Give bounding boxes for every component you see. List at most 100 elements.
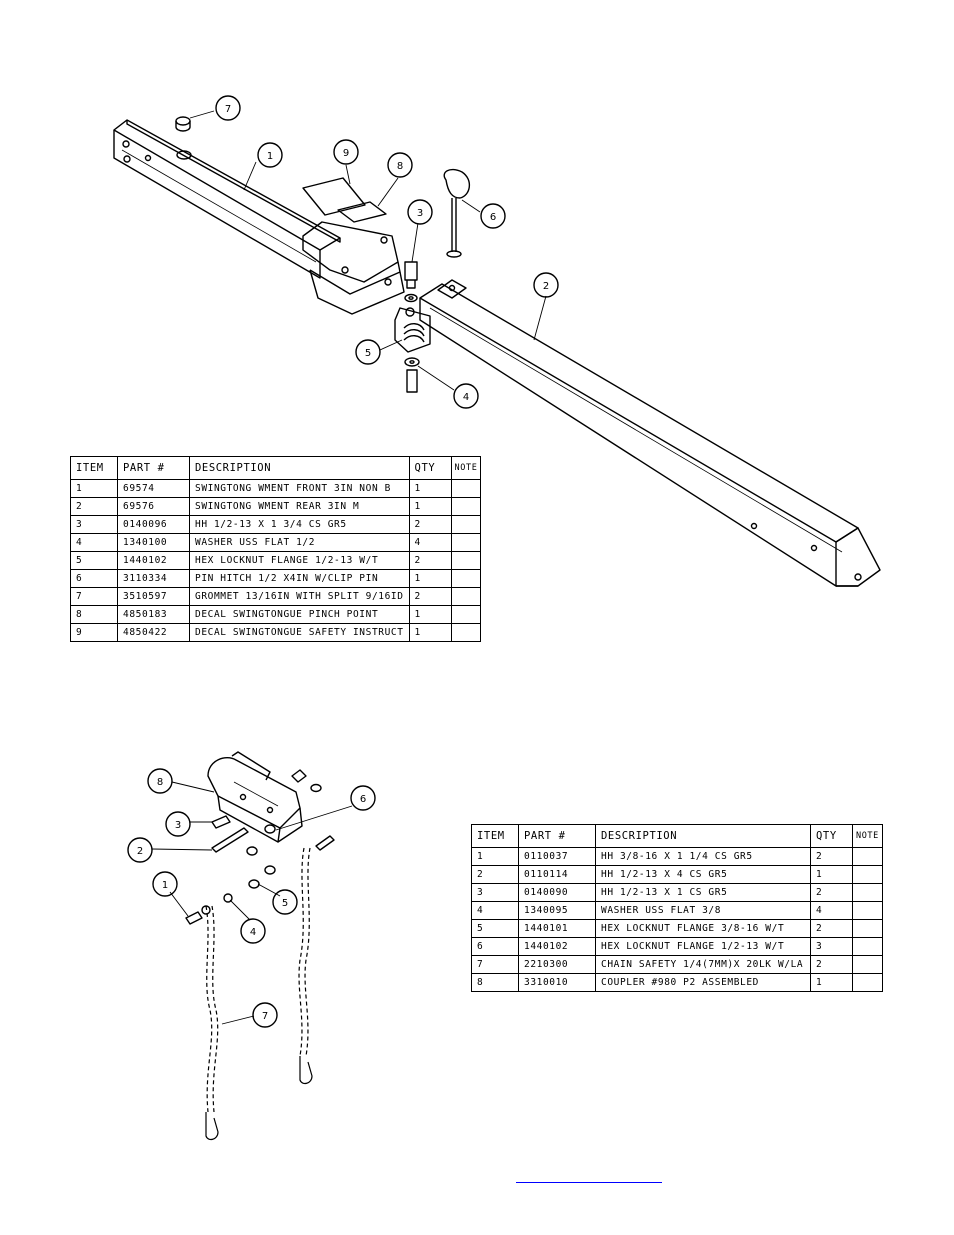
table-row: 6 3110334 PIN HITCH 1/2 X4IN W/CLIP PIN … <box>70 569 482 588</box>
cell-note <box>450 551 482 570</box>
cell-note <box>852 955 883 974</box>
table-row: 2 0110114 HH 1/2-13 X 4 CS GR5 1 <box>471 865 883 884</box>
callout-4 <box>453 383 479 409</box>
cell-qty: 1 <box>408 497 452 516</box>
cell-part: 3510597 <box>117 587 190 606</box>
callout-2-label: 2 <box>543 281 549 292</box>
callout-6 <box>480 203 506 229</box>
cell-note <box>450 479 482 498</box>
callout-2 <box>533 272 559 298</box>
cell-part: 1340095 <box>518 901 596 920</box>
cell-qty: 2 <box>810 883 853 902</box>
callout-4 <box>240 918 266 944</box>
callout-8 <box>387 152 413 178</box>
cell-description: COUPLER #980 P2 ASSEMBLED <box>595 973 811 992</box>
callout-4-label: 4 <box>463 392 469 403</box>
cell-qty: 1 <box>408 569 452 588</box>
cell-item: 6 <box>471 937 519 956</box>
callout-2-label: 2 <box>137 846 143 857</box>
callout-2 <box>127 837 153 863</box>
cell-qty: 1 <box>810 973 853 992</box>
cell-item: 4 <box>471 901 519 920</box>
callout-7 <box>215 95 241 121</box>
cell-part: 3310010 <box>518 973 596 992</box>
cell-item: 4 <box>70 533 118 552</box>
callout-5-label: 5 <box>282 898 288 909</box>
cell-part: 1340100 <box>117 533 190 552</box>
cell-part: 4850183 <box>117 605 190 624</box>
cell-item: 1 <box>70 479 118 498</box>
cell-part: 2210300 <box>518 955 596 974</box>
cell-qty: 1 <box>408 623 452 642</box>
top-hardware-drawing <box>404 168 470 393</box>
cell-note <box>852 973 883 992</box>
bottom-callout-labels: 8 3 2 1 6 5 4 7 <box>137 777 366 1022</box>
cell-description: SWINGTONG WMENT REAR 3IN M <box>189 497 410 516</box>
callout-3-label: 3 <box>175 820 181 831</box>
col-qty: QTY <box>810 824 853 848</box>
table-row: 1 69574 SWINGTONG WMENT FRONT 3IN NON B … <box>70 479 482 498</box>
callout-5-label: 5 <box>365 348 371 359</box>
bom-header-row: ITEM PART # DESCRIPTION QTY NOTE <box>70 456 482 480</box>
cell-note <box>852 883 883 902</box>
table-row: 7 3510597 GROMMET 13/16IN WITH SPLIT 9/1… <box>70 587 482 606</box>
table-row: 1 0110037 HH 3/8-16 X 1 1/4 CS GR5 2 <box>471 847 883 866</box>
cell-qty: 2 <box>810 847 853 866</box>
cell-item: 7 <box>70 587 118 606</box>
table-row: 8 3310010 COUPLER #980 P2 ASSEMBLED 1 <box>471 973 883 992</box>
cell-note <box>450 533 482 552</box>
table-row: 6 1440102 HEX LOCKNUT FLANGE 1/2-13 W/T … <box>471 937 883 956</box>
cell-note <box>450 569 482 588</box>
callout-1-label: 1 <box>162 880 168 891</box>
col-note: NOTE <box>450 456 482 480</box>
callout-8-label: 8 <box>397 161 403 172</box>
cell-note <box>450 623 482 642</box>
hyperlink-underline[interactable] <box>516 1182 662 1183</box>
cell-item: 2 <box>471 865 519 884</box>
cell-note <box>450 497 482 516</box>
cell-description: DECAL SWINGTONGUE PINCH POINT <box>189 605 410 624</box>
cell-part: 0110037 <box>518 847 596 866</box>
cell-qty: 2 <box>408 551 452 570</box>
table-row: 3 0140090 HH 1/2-13 X 1 CS GR5 2 <box>471 883 883 902</box>
cell-description: HH 1/2-13 X 1 CS GR5 <box>595 883 811 902</box>
callout-6-label: 6 <box>360 794 366 805</box>
safety-chains-drawing <box>205 847 313 1141</box>
bom-header-row: ITEM PART # DESCRIPTION QTY NOTE <box>471 824 883 848</box>
cell-description: HH 3/8-16 X 1 1/4 CS GR5 <box>595 847 811 866</box>
bottom-callouts <box>127 768 376 1028</box>
cell-qty: 2 <box>408 515 452 534</box>
callout-8 <box>147 768 173 794</box>
col-description: DESCRIPTION <box>189 456 410 480</box>
table-row: 7 2210300 CHAIN SAFETY 1/4(7MM)X 20LK W/… <box>471 955 883 974</box>
cell-part: 0140090 <box>518 883 596 902</box>
callout-1 <box>152 871 178 897</box>
cell-description: WASHER USS FLAT 3/8 <box>595 901 811 920</box>
callout-4-label: 4 <box>250 927 256 938</box>
cell-description: CHAIN SAFETY 1/4(7MM)X 20LK W/LA <box>595 955 811 974</box>
cell-qty: 2 <box>810 919 853 938</box>
callout-8-label: 8 <box>157 777 163 788</box>
cell-item: 2 <box>70 497 118 516</box>
col-part: PART # <box>518 824 596 848</box>
table-row: 3 0140096 HH 1/2-13 X 1 3/4 CS GR5 2 <box>70 515 482 534</box>
cell-item: 5 <box>70 551 118 570</box>
cell-description: HEX LOCKNUT FLANGE 1/2-13 W/T <box>595 937 811 956</box>
cell-item: 8 <box>471 973 519 992</box>
cell-item: 8 <box>70 605 118 624</box>
cell-qty: 2 <box>408 587 452 606</box>
cell-part: 69574 <box>117 479 190 498</box>
col-part: PART # <box>117 456 190 480</box>
rear-tongue-drawing <box>394 279 881 587</box>
callout-6-label: 6 <box>490 212 496 223</box>
cell-qty: 4 <box>810 901 853 920</box>
table-row: 9 4850422 DECAL SWINGTONGUE SAFETY INSTR… <box>70 623 482 642</box>
top-callout-labels: 7 1 9 8 3 6 2 5 4 <box>225 104 549 403</box>
callout-7-label: 7 <box>262 1011 268 1022</box>
cell-note <box>852 901 883 920</box>
cell-part: 0110114 <box>518 865 596 884</box>
table-row: 5 1440101 HEX LOCKNUT FLANGE 3/8-16 W/T … <box>471 919 883 938</box>
callout-7 <box>252 1002 278 1028</box>
cell-item: 7 <box>471 955 519 974</box>
cell-note <box>852 847 883 866</box>
